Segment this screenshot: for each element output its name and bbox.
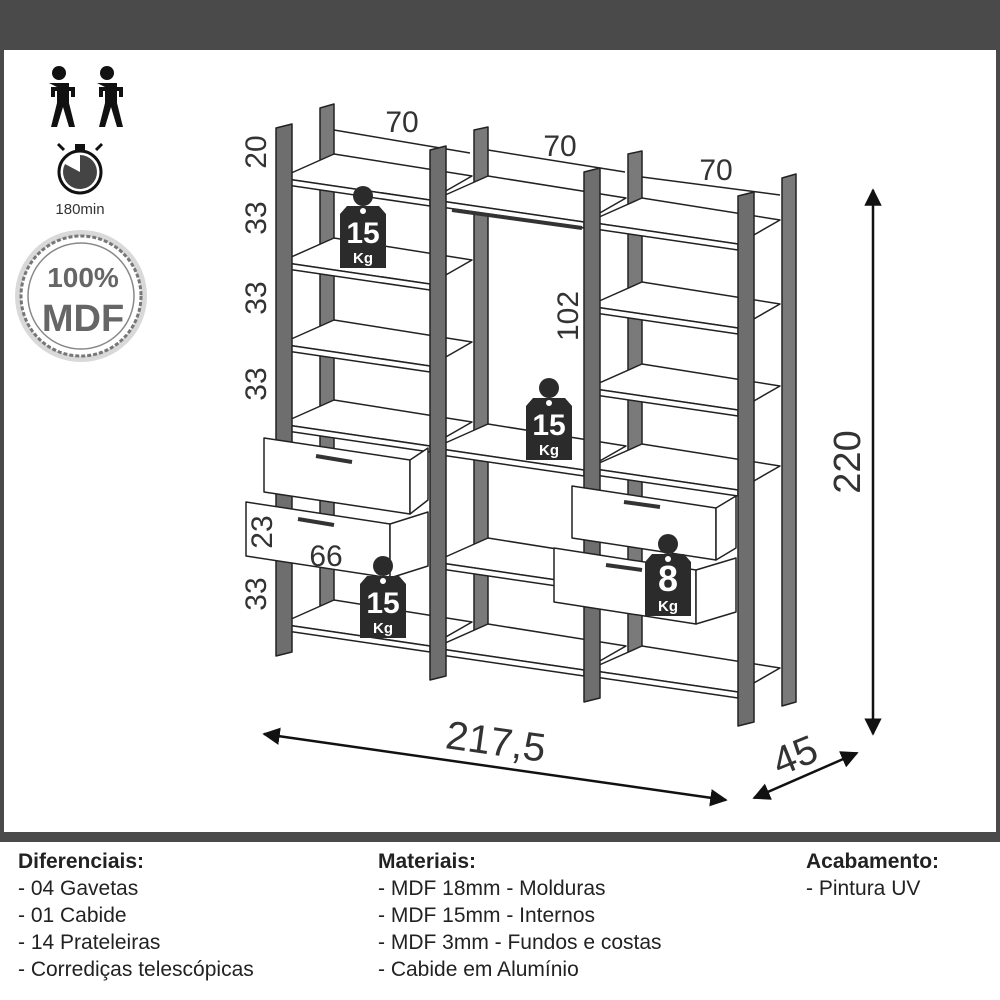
- weight-tag-2-unit: Kg: [539, 442, 559, 459]
- weight-tag-4-value: 8: [658, 558, 678, 599]
- list-item: - 14 Prateleiras: [18, 931, 161, 954]
- mdf-badge-percent: 100%: [47, 262, 119, 293]
- spec-materiais: Materiais: - MDF 18mm - Molduras - MDF 1…: [378, 848, 662, 983]
- dim-shelf-gap-3: 33: [240, 367, 273, 400]
- width-arrow: [262, 727, 728, 807]
- spec-materiais-title: Materiais:: [378, 850, 477, 873]
- weight-tag-1-unit: Kg: [353, 250, 373, 267]
- header-bar: [0, 0, 1000, 50]
- dim-col3-width: 70: [699, 154, 732, 187]
- dim-hanging-height: 102: [552, 291, 585, 341]
- spec-acabamento-title: Acabamento:: [806, 850, 940, 873]
- dim-top-gap: 20: [240, 135, 273, 168]
- list-item: - 04 Gavetas: [18, 877, 139, 900]
- weight-tag-4: [645, 534, 691, 616]
- two-people-icon: [49, 66, 123, 127]
- dim-drawer-width: 66: [309, 540, 342, 573]
- weight-tag-2-value: 15: [532, 409, 565, 442]
- stopwatch-icon: [56, 142, 104, 195]
- spec-acabamento: Acabamento: - Pintura UV: [806, 848, 939, 902]
- list-item: - Pintura UV: [806, 877, 921, 900]
- dim-depth: 45: [766, 727, 824, 784]
- dim-total-height: 220: [827, 430, 869, 493]
- dim-col2-width: 70: [543, 130, 576, 163]
- weight-tag-3-value: 15: [366, 587, 399, 620]
- list-item: - MDF 15mm - Internos: [378, 904, 596, 927]
- weight-tag-4-unit: Kg: [658, 598, 678, 615]
- weight-tag-2: [526, 378, 572, 460]
- mdf-badge-icon: [15, 230, 147, 362]
- list-item: - MDF 3mm - Fundos e costas: [378, 931, 662, 954]
- list-item: - Cabide em Alumínio: [378, 958, 579, 981]
- spec-diferenciais: Diferenciais: - 04 Gavetas - 01 Cabide -…: [18, 848, 254, 983]
- list-item: - Corrediças telescópicas: [18, 958, 254, 981]
- dim-shelf-gap-1: 33: [240, 201, 273, 234]
- weight-tag-1-value: 15: [346, 217, 379, 250]
- shelving-unit: [245, 103, 797, 727]
- mdf-badge-label: MDF: [42, 298, 124, 340]
- weight-tag-1: [340, 186, 386, 268]
- spec-diferenciais-title: Diferenciais:: [18, 850, 145, 873]
- dim-shelf-gap-4: 33: [240, 577, 273, 610]
- list-item: - MDF 18mm - Molduras: [378, 877, 606, 900]
- frame-left-border: [0, 50, 4, 832]
- assembly-time-label: 180min: [55, 201, 104, 218]
- weight-tag-3: [360, 556, 406, 638]
- dim-shelf-gap-2: 33: [240, 281, 273, 314]
- dim-col1-width: 70: [385, 106, 418, 139]
- spec-divider: [0, 832, 1000, 842]
- frame-right-border: [996, 50, 1000, 832]
- dim-drawer-height: 23: [246, 515, 279, 548]
- depth-arrow: [752, 751, 859, 800]
- weight-tag-3-unit: Kg: [373, 620, 393, 637]
- list-item: - 01 Cabide: [18, 904, 127, 927]
